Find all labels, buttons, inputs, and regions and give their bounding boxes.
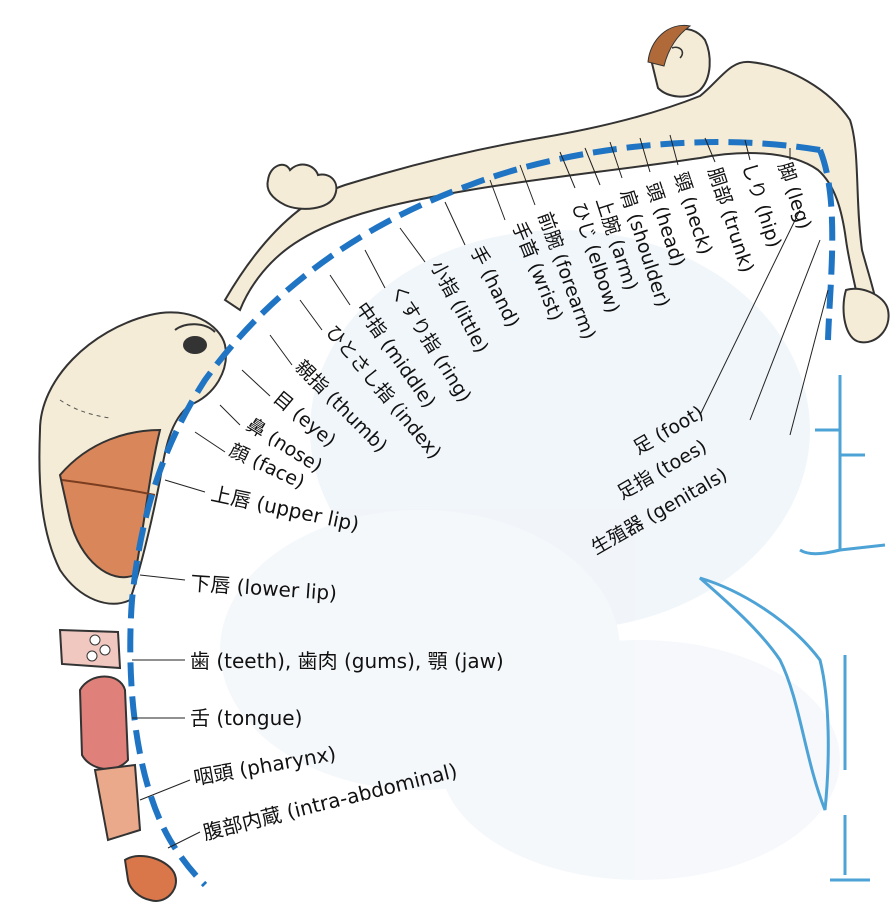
tongue-icon <box>80 677 128 770</box>
eye-icon <box>183 336 207 354</box>
label-pharynx: 咽頭 (pharynx) <box>192 741 338 790</box>
label-leg: 脚 (leg) <box>773 160 815 232</box>
background-wash <box>220 230 840 880</box>
label-tongue: 舌 (tongue) <box>190 706 302 730</box>
label-teeth: 歯 (teeth), 歯肉 (gums), 顎 (jaw) <box>190 649 504 673</box>
homunculus-mouth-internal <box>60 630 176 901</box>
homunculus-face <box>39 312 226 603</box>
homunculus-small-head <box>648 25 710 96</box>
